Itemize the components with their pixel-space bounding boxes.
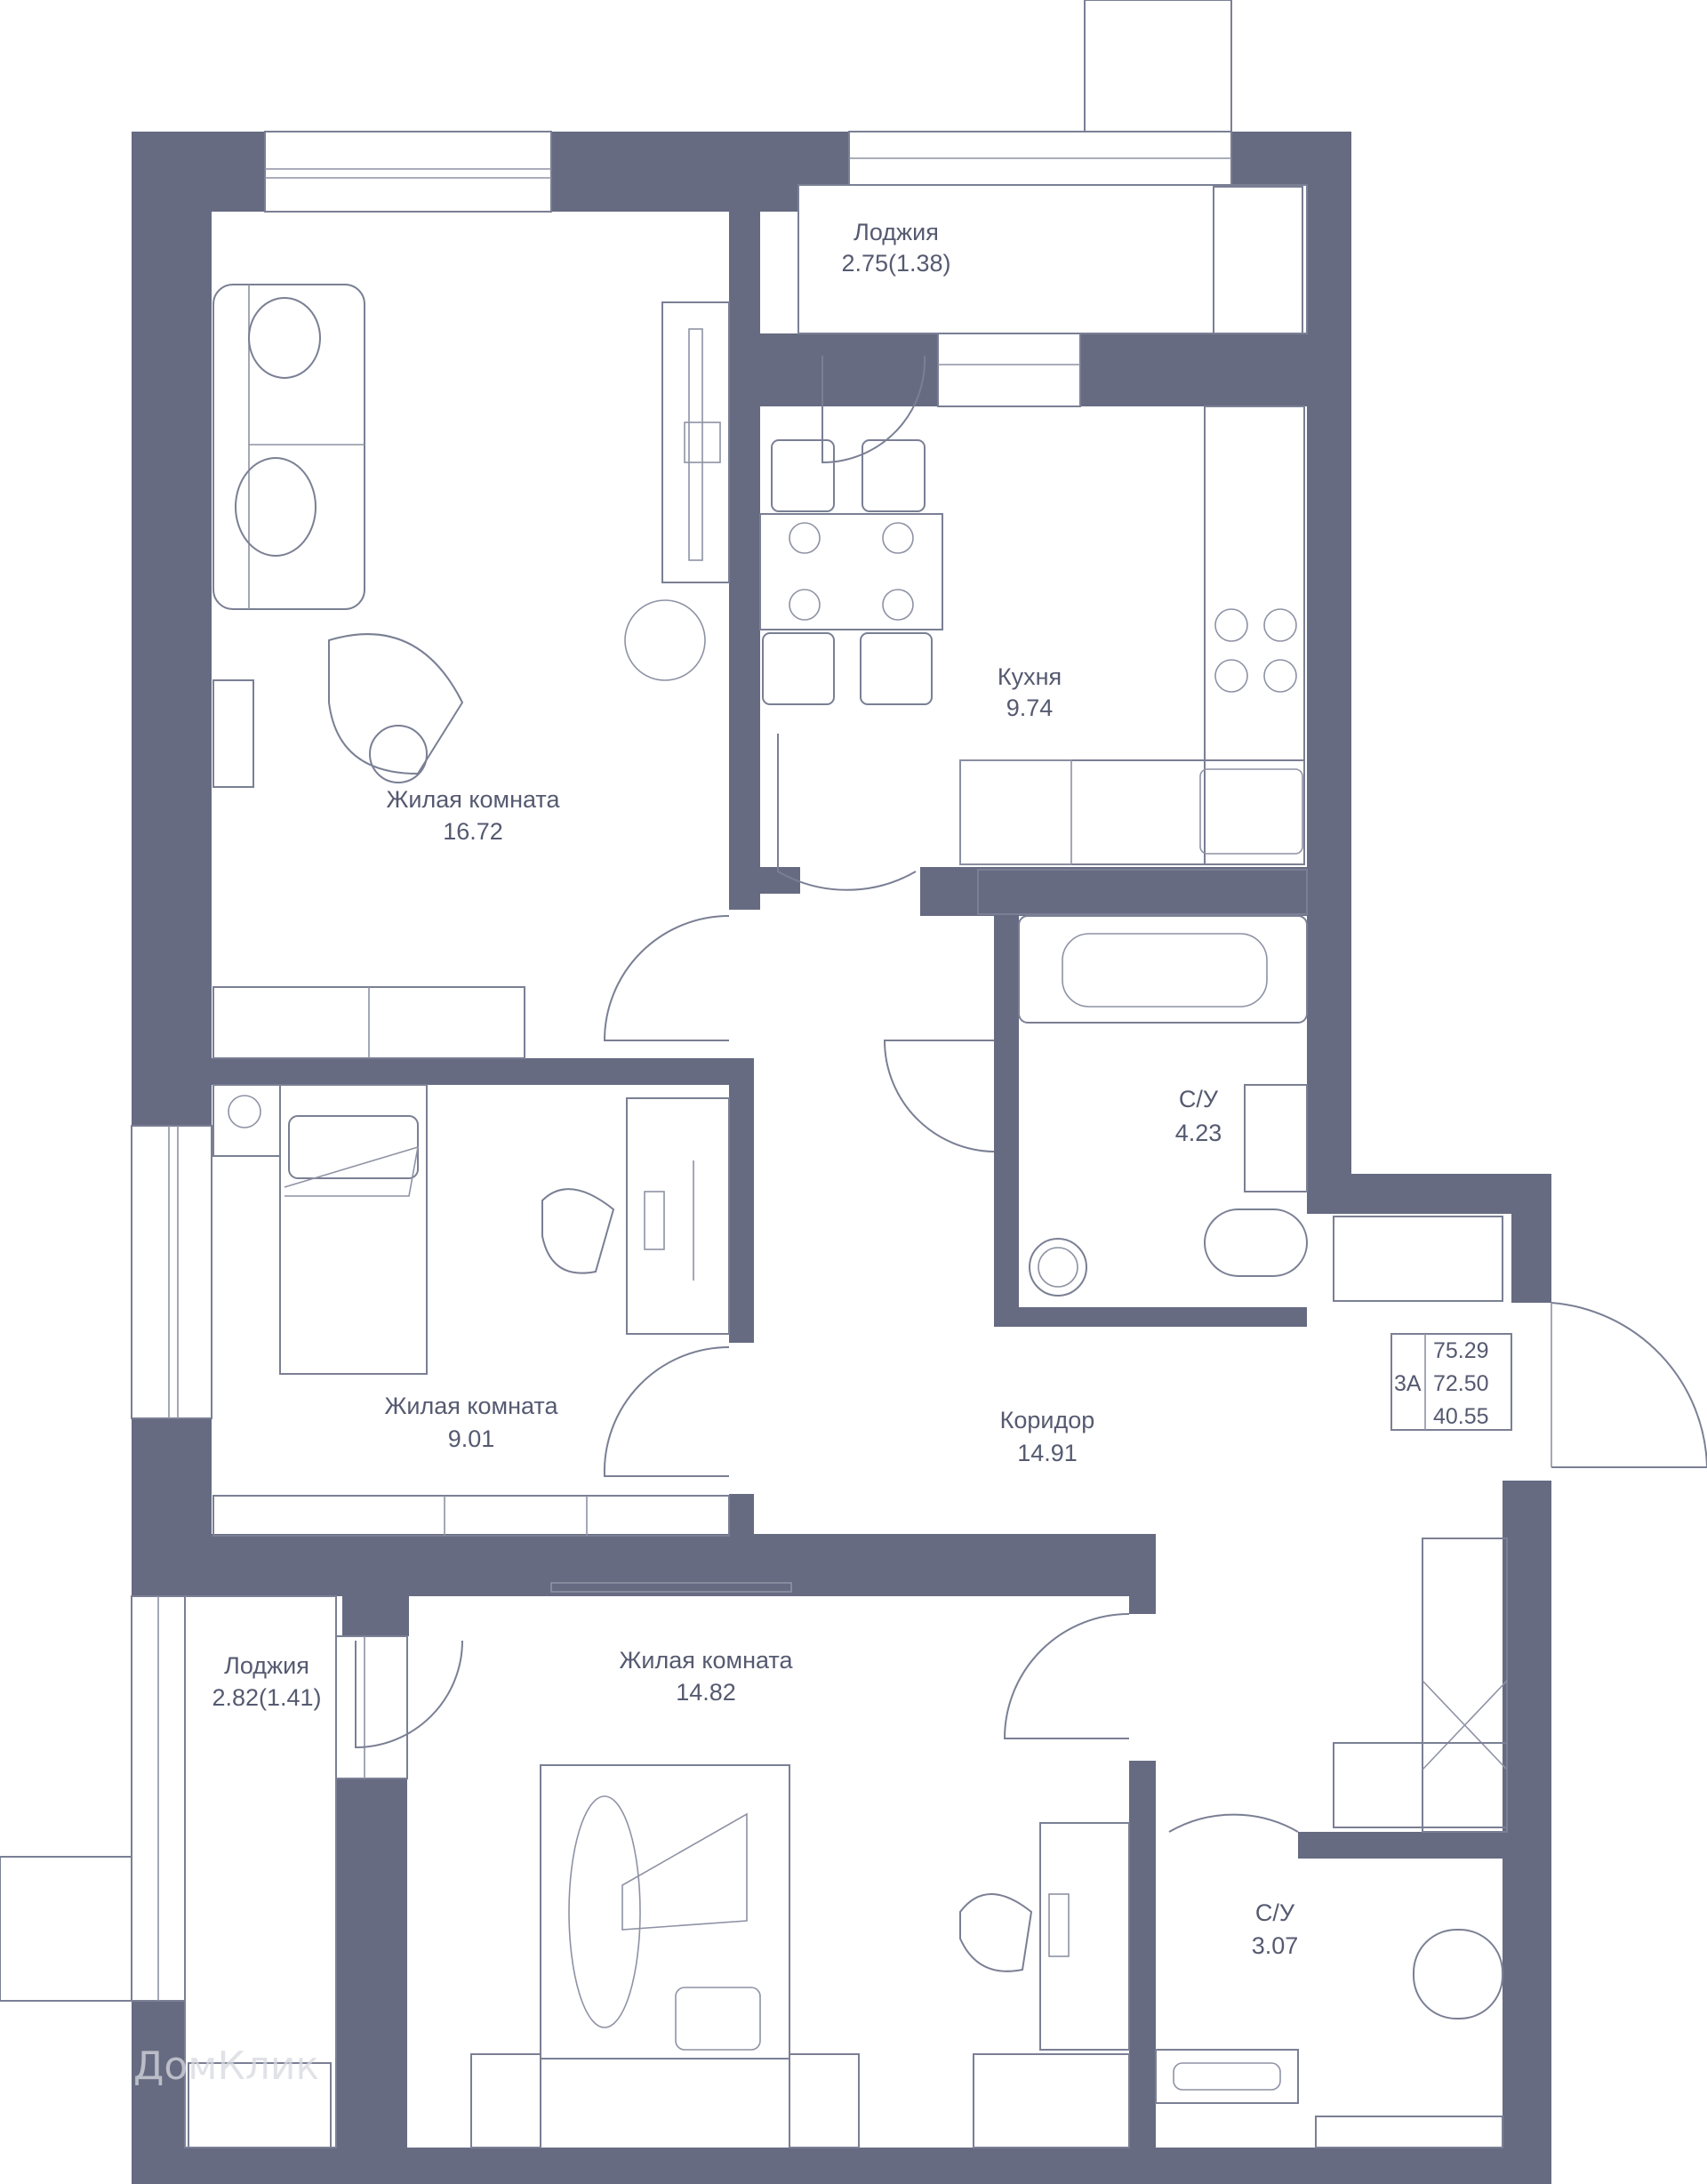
room-area-loggia-1: 2.75(1.38) [841,250,950,277]
room-name-living-2: Жилая комната [384,1393,558,1419]
furniture [188,186,1707,2148]
living-area: 40.55 [1433,1404,1489,1429]
room-area-bath-2: 3.07 [1252,1932,1299,1959]
room-area-living-1: 16.72 [443,818,503,845]
total-area: 75.29 [1433,1338,1489,1363]
room-area-loggia-2: 2.82(1.41) [212,1684,321,1711]
loggia-2 [0,1595,337,2148]
room-name-loggia-2: Лоджия [224,1652,309,1679]
apartment-type: 3А [1394,1371,1422,1396]
room-area-kitchen: 9.74 [1006,695,1054,721]
watermark: ДомКлик [133,2043,319,2089]
room-area-living-3: 14.82 [676,1679,736,1706]
room-name-loggia-1: Лоджия [854,219,939,245]
room-labels: Лоджия 2.75(1.38) Кухня 9.74 Жилая комна… [212,219,1298,1959]
walls [132,132,1551,2184]
room-name-kitchen: Кухня [998,663,1062,690]
room-name-bath-2: С/У [1255,1899,1295,1926]
room-name-bath-1: С/У [1179,1086,1219,1112]
room-name-living-3: Жилая комната [619,1647,793,1674]
room-name-corridor: Коридор [1000,1407,1095,1433]
room-area-corridor: 14.91 [1017,1440,1078,1466]
living-total-area: 72.50 [1433,1371,1489,1396]
apartment-summary: 3А 75.29 72.50 40.55 [1390,1333,1512,1431]
room-area-bath-1: 4.23 [1175,1120,1222,1146]
windows [131,131,1232,2002]
room-area-living-2: 9.01 [448,1425,495,1452]
room-name-living-1: Жилая комната [386,786,560,813]
loggia-1 [797,0,1308,334]
